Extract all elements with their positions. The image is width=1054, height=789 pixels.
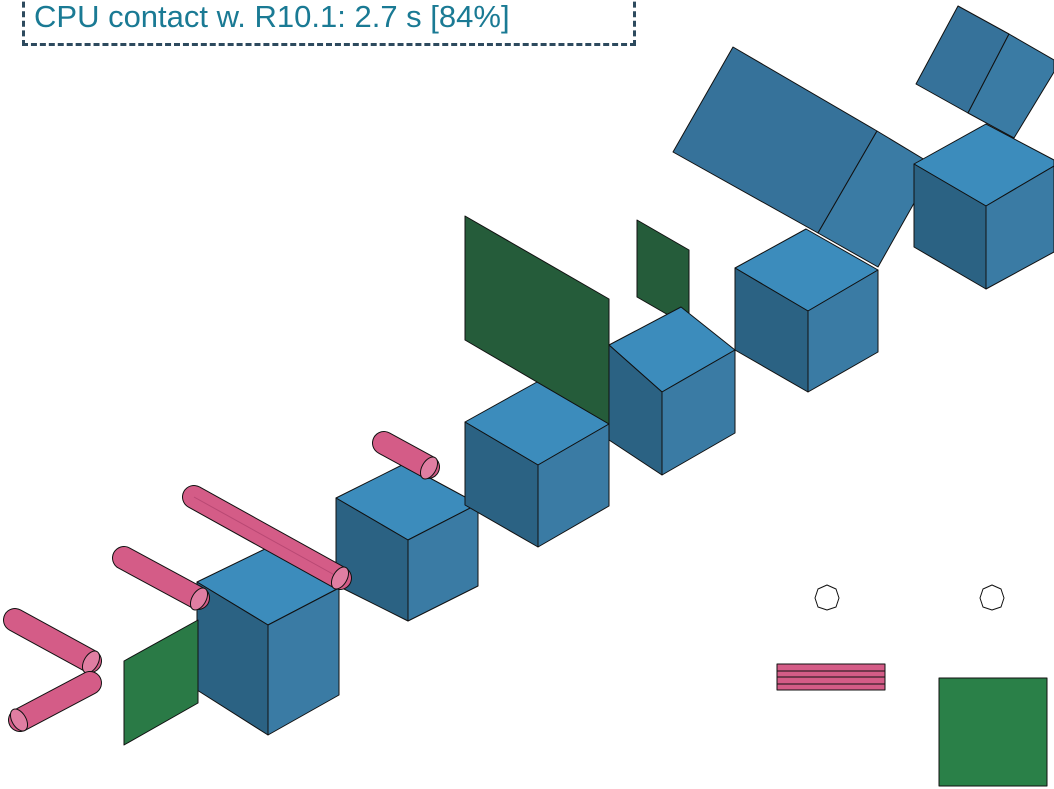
cube-5	[734, 228, 879, 393]
tilted-block-large	[672, 46, 936, 268]
rod-short-top	[372, 431, 440, 480]
rod-bent-lower	[8, 671, 102, 732]
cube-1	[196, 547, 340, 736]
rod-flat-static	[776, 663, 886, 691]
cube-4	[608, 306, 736, 476]
cube-3	[464, 381, 610, 548]
rod-bent-upper	[3, 608, 102, 674]
rod-mid	[112, 546, 210, 611]
sphere-marker-right	[979, 584, 1005, 611]
rod-long	[182, 485, 352, 590]
cube-6	[913, 123, 1054, 290]
cube-2	[335, 463, 479, 622]
cpu-contact-caption: CPU contact w. R10.1: 2.7 s [84%]	[22, 0, 636, 46]
tilted-block-small	[915, 5, 1054, 139]
sphere-marker-left	[814, 584, 840, 611]
green-plate-bottom	[123, 619, 199, 746]
green-plate-static	[938, 677, 1048, 787]
